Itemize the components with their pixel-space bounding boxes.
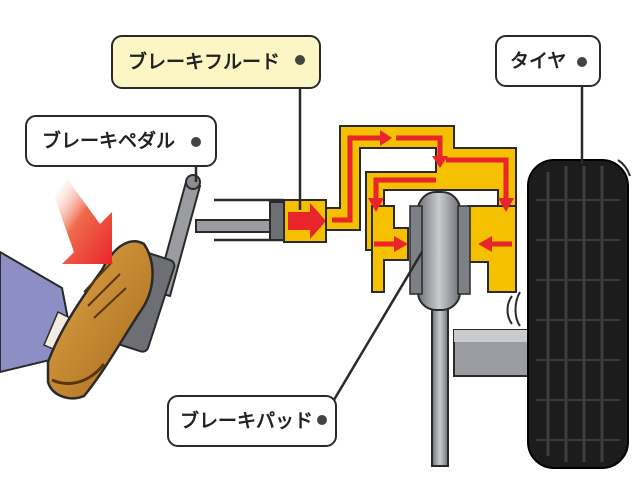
shoe <box>46 240 154 400</box>
label-brake-pad: ブレーキパッド <box>167 395 337 447</box>
master-cylinder <box>195 198 327 243</box>
label-brake-pad-text: ブレーキパッド <box>180 409 313 432</box>
label-tire: タイヤ <box>495 35 601 87</box>
label-tire-text: タイヤ <box>510 50 566 72</box>
label-brake-fluid-text: ブレーキフルード <box>128 50 280 73</box>
push-arrow-icon <box>54 180 112 264</box>
tire <box>527 159 631 469</box>
label-brake-pedal-text: ブレーキペダル <box>42 129 175 152</box>
flow-arrows <box>332 130 514 252</box>
label-brake-fluid: ブレーキフルード <box>111 35 321 89</box>
brake-rotor <box>409 191 471 467</box>
label-brake-pedal: ブレーキペダル <box>25 115 217 167</box>
